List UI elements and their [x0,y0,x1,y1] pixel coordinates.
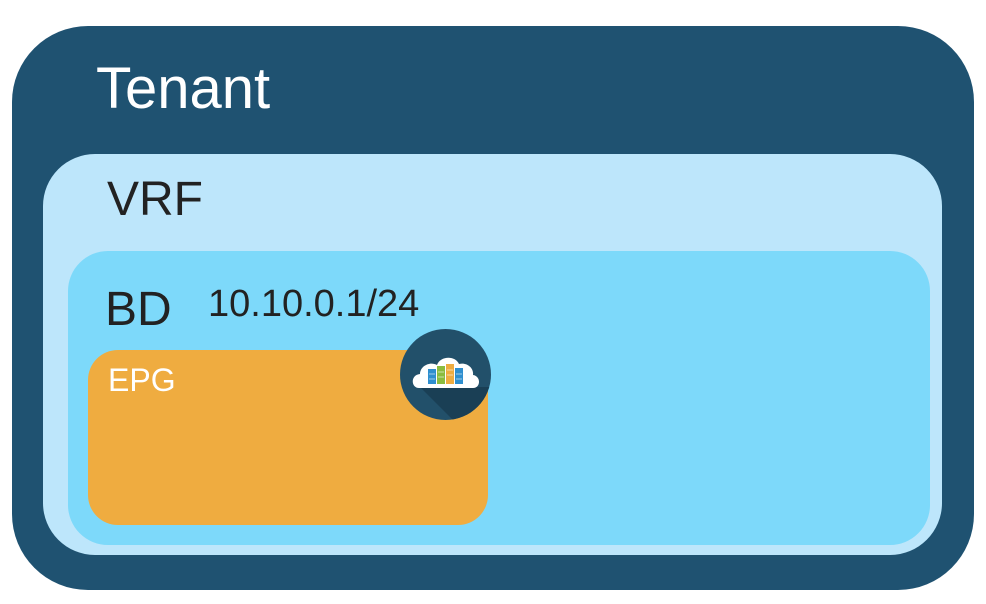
bridge-domain-subnet: 10.10.0.1/24 [208,283,420,325]
bridge-domain-label: BD [105,283,172,336]
tenant-label: Tenant [96,56,271,121]
epg-label: EPG [108,362,176,398]
cloud-server-icon [400,329,491,420]
vrf-label: VRF [107,173,203,226]
